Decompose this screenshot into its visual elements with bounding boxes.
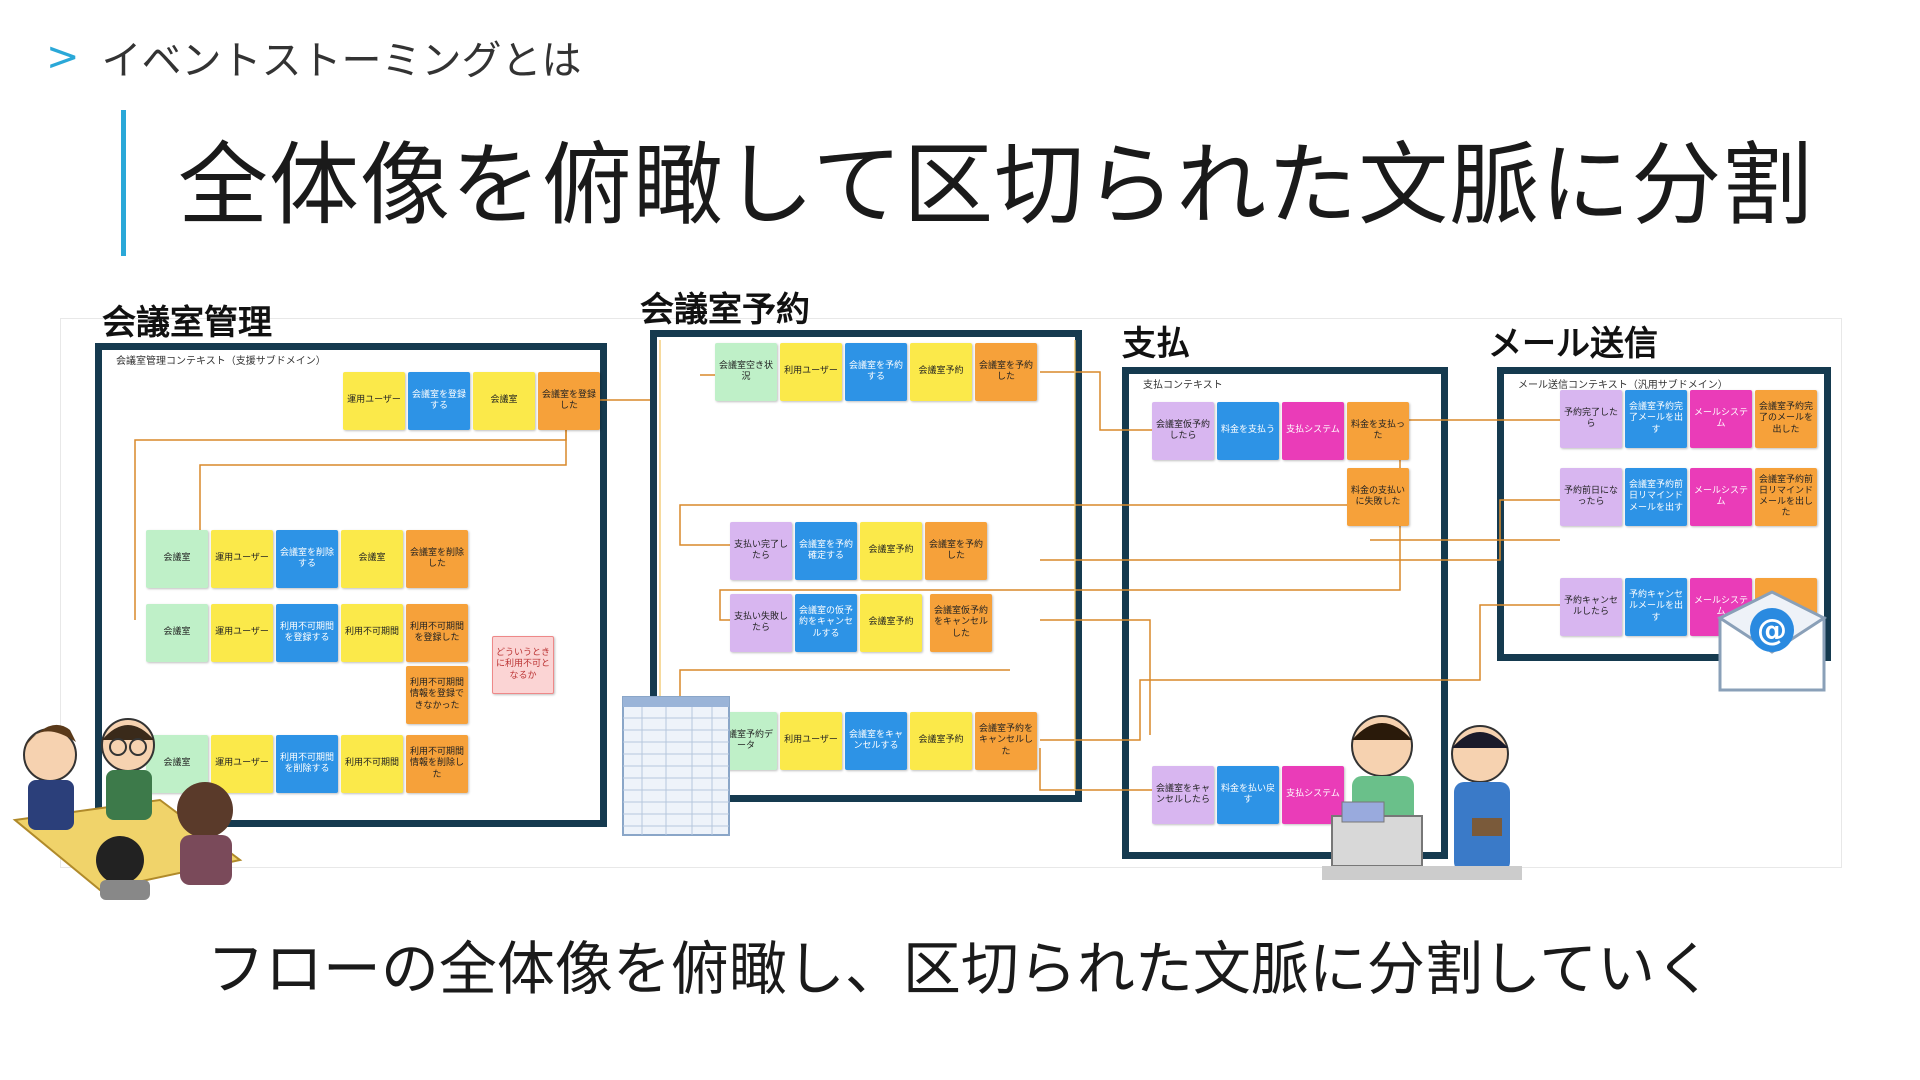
sticky-policy: 支払い完了したら xyxy=(730,522,792,580)
sticky-read-model: 会議室 xyxy=(146,604,208,662)
sticky-command: 会議室を登録する xyxy=(408,372,470,430)
sticky-event: 料金を支払った xyxy=(1347,402,1409,460)
sticky-actor: 運用ユーザー xyxy=(211,735,273,793)
sticky-policy: 会議室をキャンセルしたら xyxy=(1152,766,1214,824)
sticky-aggregate: 会議室予約 xyxy=(860,594,922,652)
sticky-actor: 利用ユーザー xyxy=(780,343,842,401)
sticky-actor: 運用ユーザー xyxy=(211,530,273,588)
breadcrumb: > イベントストーミングとは xyxy=(46,28,582,86)
sticky-actor: 運用ユーザー xyxy=(343,372,405,430)
sticky-external-system: 支払システム xyxy=(1282,766,1344,824)
sticky-aggregate: 会議室予約 xyxy=(910,712,972,770)
context-caption: 支払コンテキスト xyxy=(1143,380,1223,391)
mail-envelope-icon: @ xyxy=(1716,590,1828,692)
sticky-actor: 利用ユーザー xyxy=(780,712,842,770)
sticky-event: 料金の支払いに失敗した xyxy=(1347,468,1409,526)
context-caption: 会議室管理コンテキスト（支援サブドメイン） xyxy=(116,356,326,367)
sticky-external-system: メールシステム xyxy=(1690,468,1752,526)
sticky-command: 会議室を削除する xyxy=(276,530,338,588)
context-label-payment: 支払 xyxy=(1122,324,1190,364)
sticky-command: 料金を支払う xyxy=(1217,402,1279,460)
sticky-command: 会議室を予約確定する xyxy=(795,522,857,580)
spreadsheet-illustration xyxy=(622,696,730,836)
sticky-aggregate: 会議室予約 xyxy=(860,522,922,580)
sticky-aggregate: 会議室予約 xyxy=(910,343,972,401)
breadcrumb-label: イベントストーミングとは xyxy=(101,38,582,84)
sticky-aggregate: 利用不可期間 xyxy=(341,735,403,793)
page-title: 全体像を俯瞰して区切られた文脈に分割 xyxy=(178,133,1814,238)
sticky-event: 利用不可期間情報を登録できなかった xyxy=(406,666,468,724)
sticky-policy: 支払い失敗したら xyxy=(730,594,792,652)
sticky-read-model: 会議室空き状況 xyxy=(715,343,777,401)
sticky-command: 予約キャンセルメールを出す xyxy=(1625,578,1687,636)
sticky-event: 会議室予約をキャンセルした xyxy=(975,712,1037,770)
sticky-command: 会議室予約完了メールを出す xyxy=(1625,390,1687,448)
sticky-aggregate: 会議室 xyxy=(473,372,535,430)
sticky-policy: 会議室仮予約したら xyxy=(1152,402,1214,460)
context-label-reservation: 会議室予約 xyxy=(640,290,810,330)
sticky-external-system: メールシステム xyxy=(1690,390,1752,448)
sticky-hotspot: どういうときに利用不可となるか xyxy=(492,636,554,694)
context-label-room-mgmt: 会議室管理 xyxy=(102,303,272,343)
context-label-mail: メール送信 xyxy=(1488,324,1658,364)
sticky-event: 利用不可期間情報を削除した xyxy=(406,735,468,793)
sticky-read-model: 会議室 xyxy=(146,735,208,793)
sticky-event: 会議室を予約した xyxy=(925,522,987,580)
sticky-policy: 予約完了したら xyxy=(1560,390,1622,448)
sticky-aggregate: 会議室 xyxy=(341,530,403,588)
sticky-read-model: 会議室 xyxy=(146,530,208,588)
page-subtitle: フローの全体像を俯瞰し、区切られた文脈に分割していく xyxy=(206,935,1714,1003)
sticky-command: 会議室の仮予約をキャンセルする xyxy=(795,594,857,652)
sticky-event: 会議室を予約した xyxy=(975,343,1037,401)
sticky-command: 会議室を予約する xyxy=(845,343,907,401)
svg-text:@: @ xyxy=(1757,613,1787,648)
sticky-command: 会議室予約前日リマインドメールを出す xyxy=(1625,468,1687,526)
sticky-command: 利用不可期間を登録する xyxy=(276,604,338,662)
sticky-event: 会議室予約完了のメールを出した xyxy=(1755,390,1817,448)
sticky-event: 会議室を削除した xyxy=(406,530,468,588)
meeting-people-illustration xyxy=(12,718,243,900)
sticky-command: 会議室をキャンセルする xyxy=(845,712,907,770)
sticky-command: 利用不可期間を削除する xyxy=(276,735,338,793)
sticky-command: 料金を払い戻す xyxy=(1217,766,1279,824)
chevron-right-icon: > xyxy=(46,34,80,80)
title-accent-bar xyxy=(121,110,126,256)
sticky-actor: 運用ユーザー xyxy=(211,604,273,662)
cashier-illustration xyxy=(1322,715,1522,880)
sticky-event: 利用不可期間を登録した xyxy=(406,604,468,662)
sticky-event: 会議室を登録した xyxy=(538,372,600,430)
sticky-aggregate: 利用不可期間 xyxy=(341,604,403,662)
sticky-external-system: 支払システム xyxy=(1282,402,1344,460)
context-caption: メール送信コンテキスト（汎用サブドメイン） xyxy=(1518,380,1728,391)
sticky-policy: 予約キャンセルしたら xyxy=(1560,578,1622,636)
sticky-event: 会議室予約前日リマインドメールを出した xyxy=(1755,468,1817,526)
sticky-event: 会議室仮予約をキャンセルした xyxy=(930,594,992,652)
sticky-policy: 予約前日になったら xyxy=(1560,468,1622,526)
